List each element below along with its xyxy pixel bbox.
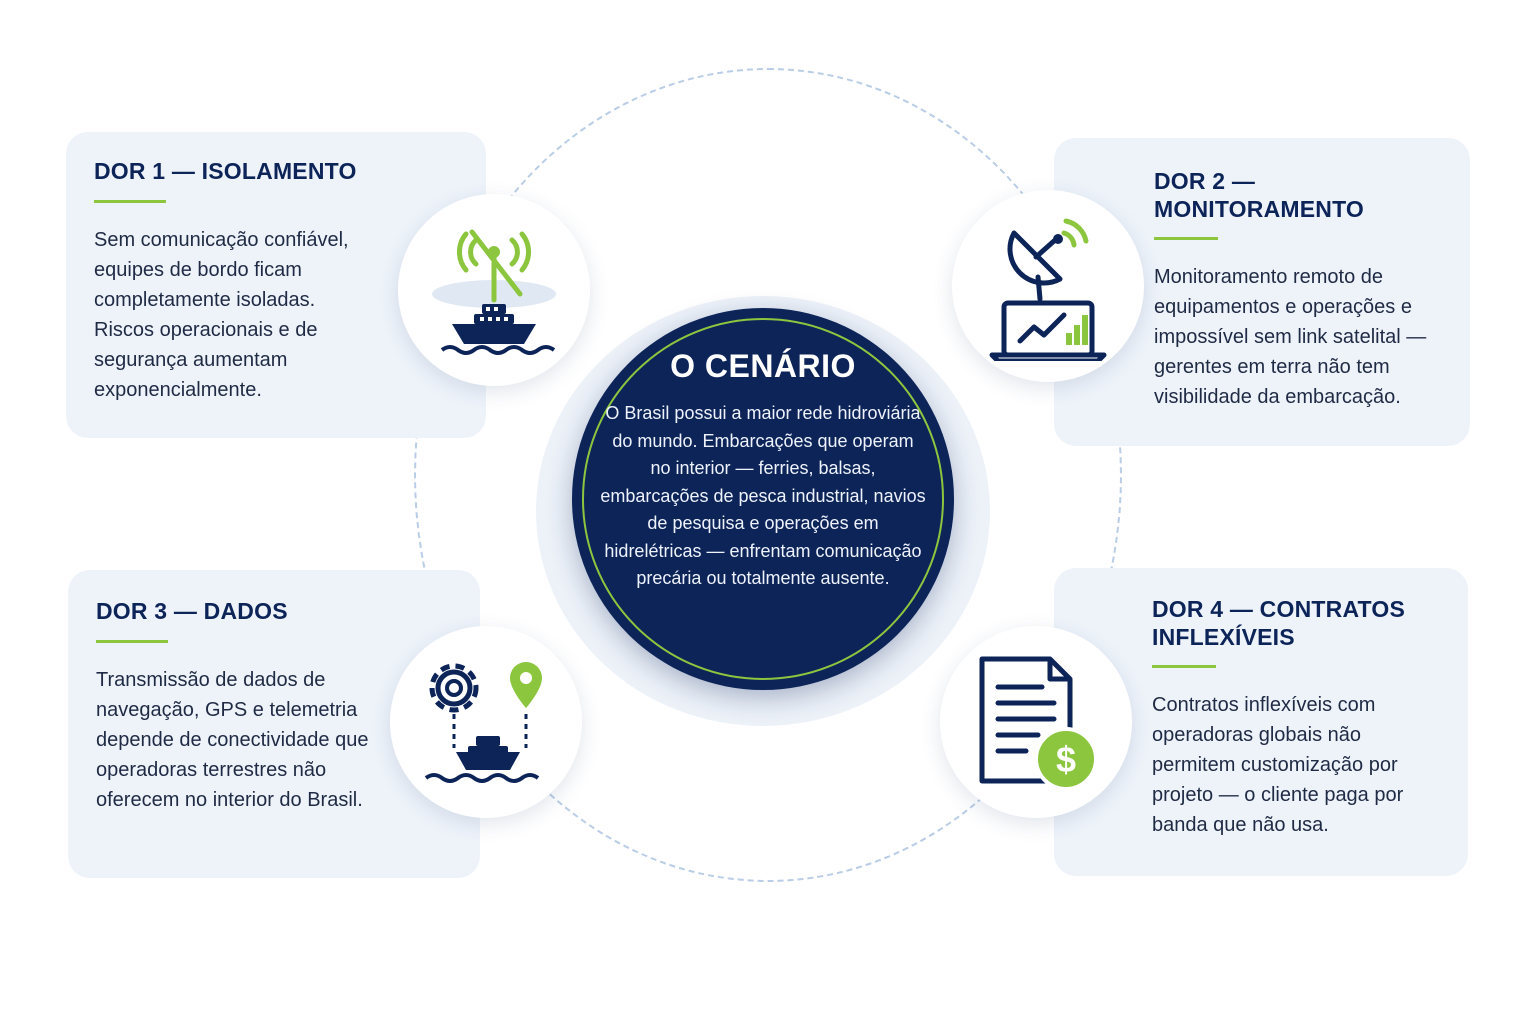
pain-text: Transmissão de dados de navegação, GPS e…: [96, 668, 369, 811]
pain-title: DOR 2 — MONITORAMENTO: [1154, 168, 1365, 222]
pain-card-isolamento: DOR 1 — ISOLAMENTO Sem comunicação confi…: [66, 132, 486, 438]
scenario-text: O Brasil possui a maior rede hidroviária…: [600, 403, 926, 588]
pain-title: DOR 4 — CONTRATOS INFLEXÍVEIS: [1152, 596, 1406, 650]
scenario-circle-green-border: [582, 318, 944, 680]
title-underline: [94, 199, 166, 203]
pain-title: DOR 1 — ISOLAMENTO: [94, 158, 357, 184]
title-underline: [1154, 237, 1218, 241]
pain-text: Contratos inflexíveis com operadoras glo…: [1152, 694, 1404, 837]
scenario-circle: O CENÁRIO O Brasil possui a maior rede h…: [572, 308, 954, 690]
svg-text:$: $: [1056, 739, 1076, 780]
title-underline: [1152, 665, 1216, 669]
gear-gps-ship-icon: [390, 626, 582, 818]
scenario-title: O CENÁRIO: [670, 348, 856, 384]
title-underline: [96, 639, 168, 643]
dashed-orbit-ring: [414, 68, 1122, 882]
pain-title: DOR 3 — DADOS: [96, 598, 288, 624]
satellite-laptop-icon: [952, 190, 1144, 382]
contract-dollar-icon: $: [940, 626, 1132, 818]
ship-no-signal-icon: [398, 194, 590, 386]
pain-text: Sem comunicação confiável, equipes de bo…: [94, 228, 349, 401]
pain-text: Monitoramento remoto de equipamentos e o…: [1154, 266, 1427, 409]
